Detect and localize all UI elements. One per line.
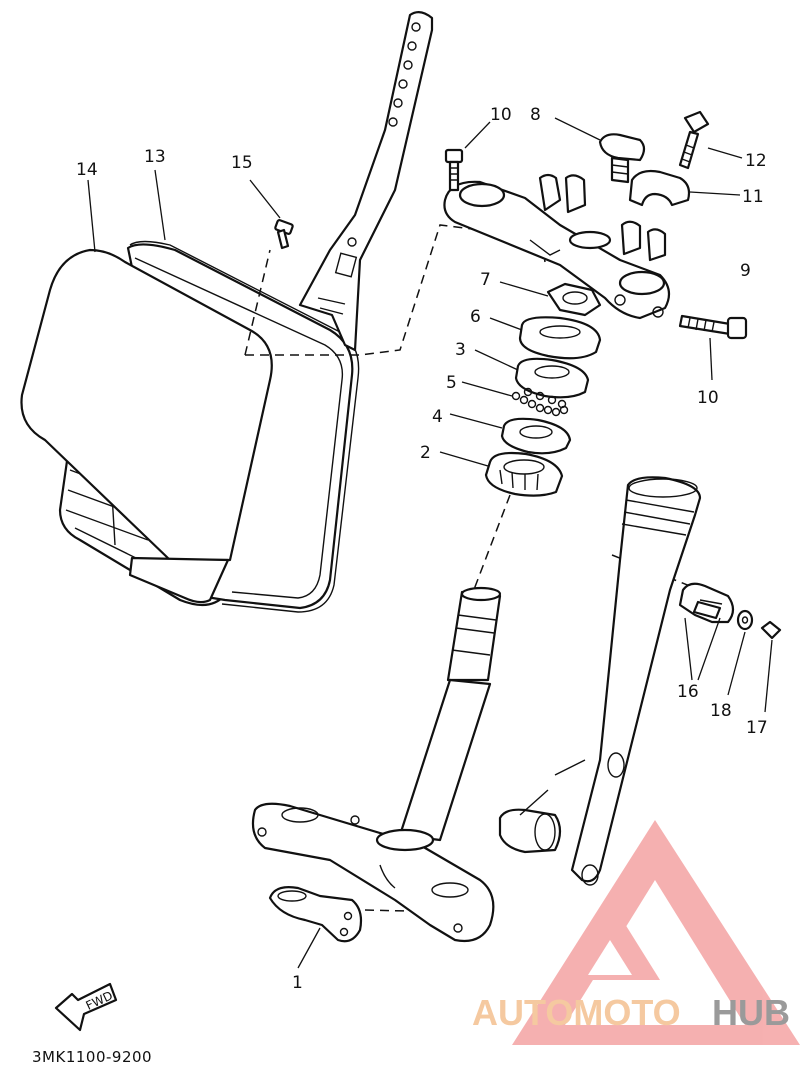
lock-nut-7 (499, 281, 602, 317)
callout-1: 1 (292, 973, 303, 993)
washer-6 (489, 316, 602, 360)
bolt-17 (760, 620, 782, 713)
callout-labels: 1 2 3 4 5 6 7 8 9 10 10 11 12 13 14 15 1… (76, 105, 768, 993)
watermark-wordmark: AUTOMOTO HUB (472, 992, 790, 1033)
bolt-10-upper (444, 121, 491, 192)
callout-10-upper: 10 (490, 105, 512, 125)
callout-11: 11 (742, 187, 764, 207)
race-3 (474, 349, 590, 399)
race-4 (449, 413, 572, 455)
fwd-arrow-icon (54, 982, 118, 1032)
upper-bracket (443, 173, 671, 320)
fwd-label: FWD (84, 988, 115, 1013)
steering-stem (398, 586, 502, 842)
cable-guide-1 (268, 886, 363, 969)
screw-15 (249, 179, 294, 250)
watermark-logo (512, 820, 800, 1045)
watermark-text-auto: AUTOMOTO (472, 992, 681, 1033)
callout-17: 17 (746, 718, 768, 738)
headlight-cover (20, 243, 354, 610)
diagram-code: 3MK1100-9200 (32, 1048, 152, 1066)
bolt-12 (678, 110, 743, 170)
callout-16: 16 (677, 682, 699, 702)
callout-12: 12 (745, 151, 767, 171)
mounting-bracket (298, 11, 434, 352)
callout-14: 14 (76, 160, 98, 180)
callout-7: 7 (480, 270, 491, 290)
fork-tube (498, 476, 702, 886)
callout-10-lower: 10 (697, 388, 719, 408)
callout-18: 18 (710, 701, 732, 721)
leader-lines (87, 169, 166, 253)
callout-5: 5 (446, 373, 457, 393)
watermark-text-hub: HUB (712, 992, 790, 1033)
headlight-rim (129, 240, 360, 613)
callout-8: 8 (530, 105, 541, 125)
clamp-16 (678, 582, 735, 681)
callout-13: 13 (144, 147, 166, 167)
callout-4: 4 (432, 407, 443, 427)
bolt-10-lower (678, 314, 748, 381)
washer-18 (727, 609, 754, 696)
callout-2: 2 (420, 443, 431, 463)
bolt-8 (554, 117, 646, 184)
callout-6: 6 (470, 307, 481, 327)
holder-cap-11 (628, 169, 741, 207)
callout-3: 3 (455, 340, 466, 360)
ball-bearings-5 (461, 381, 569, 417)
callout-15: 15 (231, 153, 253, 173)
bearing-2 (439, 451, 564, 497)
under-bracket (251, 802, 495, 943)
callout-9: 9 (740, 261, 751, 281)
